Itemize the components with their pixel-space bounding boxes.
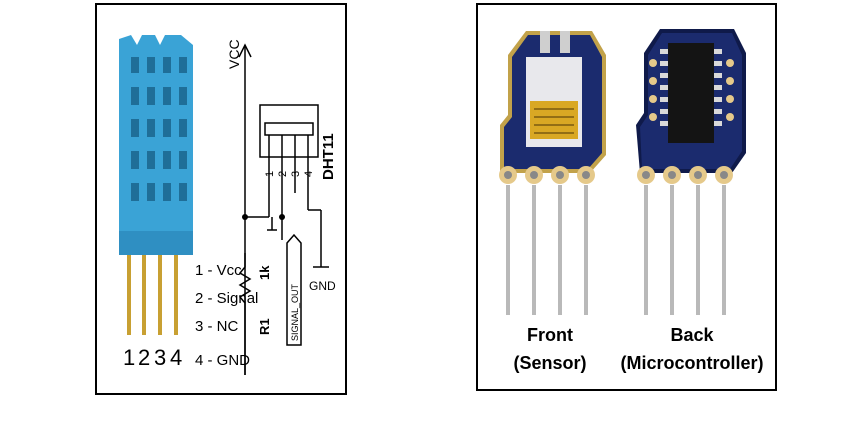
schematic-wires	[238, 43, 329, 375]
sensor-leg-1	[127, 245, 131, 335]
junction-vcc	[242, 214, 248, 220]
header-pin-4: 4	[303, 171, 315, 177]
part-label-dht11: DHT11	[320, 133, 337, 180]
sensor-leg-4	[174, 245, 178, 335]
pin-legend-3: 3 - NC	[195, 318, 239, 335]
front-sensor-module	[499, 31, 606, 315]
back-caption-subtitle: (Microcontroller)	[620, 353, 763, 373]
back-leg-1	[644, 185, 648, 315]
chip-pins	[660, 49, 722, 126]
signal-out-label: SIGNAL_OUT	[290, 283, 300, 341]
dht11-diagram-panel: 1 2 3 4 1 - Vcc 2 - Signal 3 - NC 4 - GN…	[95, 3, 347, 395]
sensor-photo-panel: Front (Sensor) Back (Microcontroller)	[476, 3, 777, 391]
pin-number-2: 2	[138, 345, 150, 370]
gnd-label: GND	[309, 279, 336, 293]
sensor-grille	[131, 57, 187, 201]
vcc-label: VCC	[226, 39, 242, 69]
front-leg-3	[558, 185, 562, 315]
pin-legend-1: 1 - Vcc	[195, 262, 242, 279]
resistor-name: R1	[257, 318, 272, 335]
resistor-value: 1k	[257, 265, 272, 280]
pin-number-4: 4	[170, 345, 182, 370]
header-pin-3: 3	[290, 171, 302, 177]
sensor-leg-3	[158, 245, 162, 335]
front-leg-1	[506, 185, 510, 315]
header-pin-1: 1	[264, 171, 276, 177]
dht11-diagram-svg: 1 2 3 4 1 - Vcc 2 - Signal 3 - NC 4 - GN…	[119, 35, 337, 375]
front-leg-4	[584, 185, 588, 315]
microcontroller-chip	[668, 43, 714, 143]
dht11-sensor-body	[119, 35, 193, 255]
front-leg-2	[532, 185, 536, 315]
pin-legend-4: 4 - GND	[195, 352, 250, 369]
sensor-legs	[127, 245, 178, 335]
back-leg-3	[696, 185, 700, 315]
pin-number-3: 3	[154, 345, 166, 370]
pin-number-1: 1	[123, 345, 135, 370]
back-caption-title: Back	[670, 325, 714, 345]
sensor-leg-2	[142, 245, 146, 335]
sensor-photo-svg: Front (Sensor) Back (Microcontroller)	[499, 29, 764, 373]
back-microcontroller-module	[636, 29, 746, 315]
header-pin-2: 2	[277, 171, 289, 177]
front-caption-title: Front	[527, 325, 573, 345]
front-caption-subtitle: (Sensor)	[513, 353, 586, 373]
pin-legend-2: 2 - Signal	[195, 290, 258, 307]
back-leg-4	[722, 185, 726, 315]
back-leg-2	[670, 185, 674, 315]
junction-signal	[279, 214, 285, 220]
